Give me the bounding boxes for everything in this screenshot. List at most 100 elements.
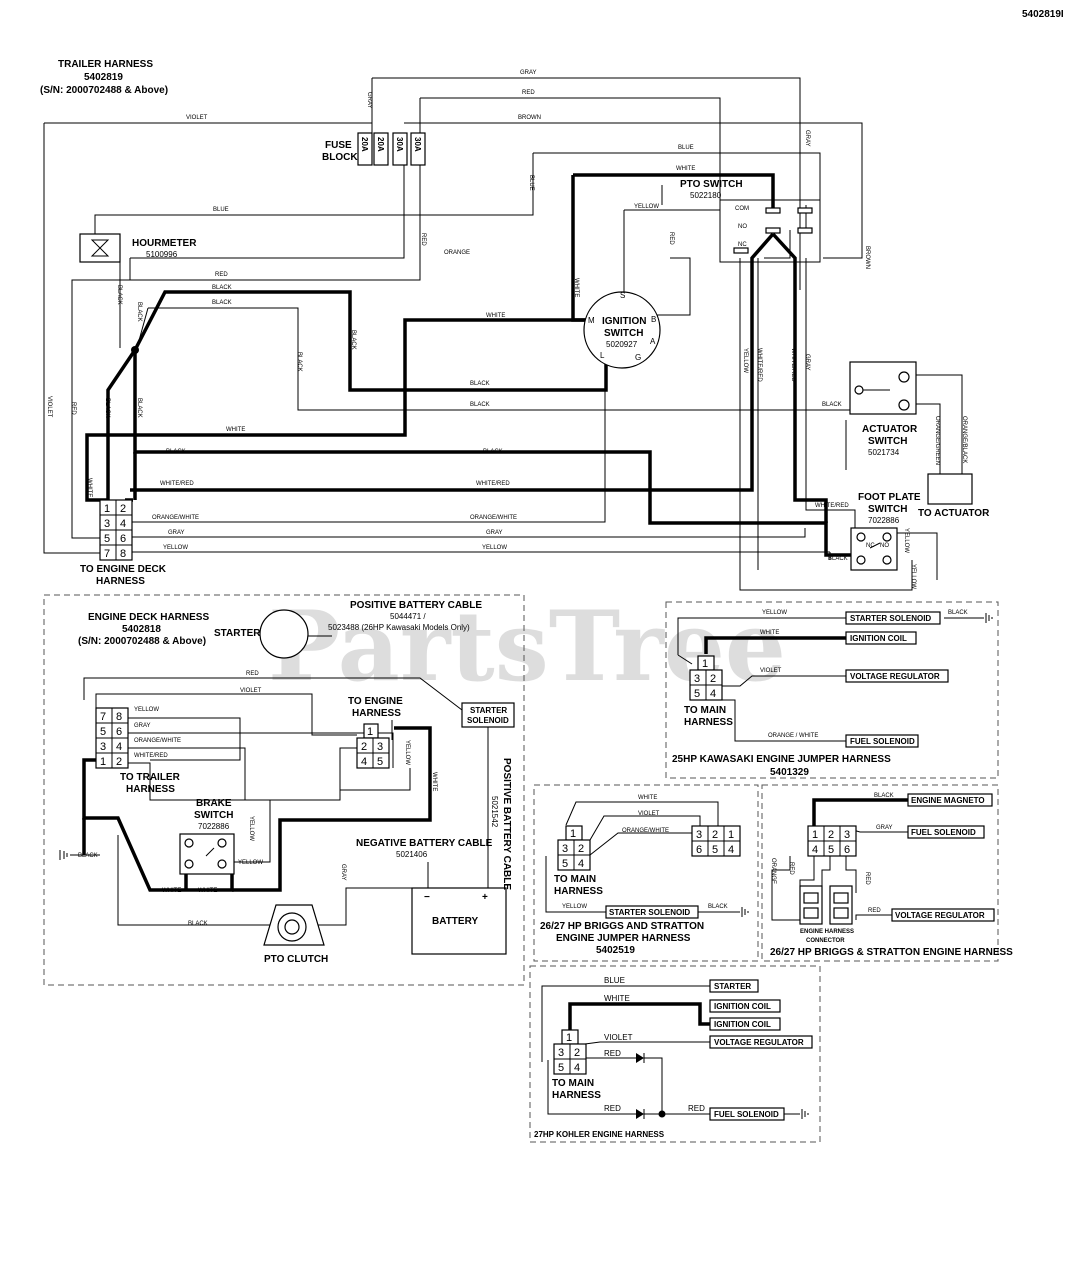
svg-text:BLOCK: BLOCK: [322, 152, 358, 163]
svg-text:B: B: [651, 315, 656, 324]
svg-text:BLACK: BLACK: [350, 330, 356, 350]
svg-text:WHITE/RED: WHITE/RED: [756, 348, 762, 382]
svg-text:YELLOW: YELLOW: [163, 545, 188, 551]
svg-text:HOURMETER: HOURMETER: [132, 238, 197, 249]
brake-switch: BRAKE SWITCH 7022886: [179, 798, 235, 875]
svg-text:M: M: [588, 316, 595, 325]
svg-text:HARNESS: HARNESS: [352, 708, 401, 719]
briggs-jumper-harness: WHITE VIOLET ORANGE/WHITE YELLOW BLACK 1…: [540, 795, 749, 956]
svg-text:2: 2: [710, 673, 716, 685]
svg-text:FUEL SOLENOID: FUEL SOLENOID: [850, 737, 915, 746]
svg-text:SOLENOID: SOLENOID: [467, 716, 509, 725]
svg-text:GRAY: GRAY: [486, 530, 503, 536]
svg-text:G: G: [635, 353, 641, 362]
svg-text:GRAY: GRAY: [366, 92, 372, 109]
svg-text:HARNESS: HARNESS: [552, 1090, 601, 1101]
svg-text:1: 1: [367, 726, 373, 738]
svg-text:2: 2: [361, 741, 367, 753]
svg-text:YELLOW: YELLOW: [482, 545, 507, 551]
svg-text:2: 2: [828, 829, 834, 841]
svg-text:2: 2: [120, 503, 126, 515]
svg-text:3: 3: [100, 741, 106, 753]
svg-text:5100996: 5100996: [146, 250, 178, 259]
svg-text:1: 1: [566, 1032, 572, 1044]
svg-text:5: 5: [828, 844, 834, 856]
svg-text:3: 3: [562, 843, 568, 855]
pto-clutch: PTO CLUTCH: [263, 904, 328, 965]
svg-text:YELLOW: YELLOW: [134, 707, 159, 713]
svg-text:RED: RED: [246, 671, 259, 677]
trailer-connector: 7 8 5 6 3 4 1 2 TO TRAILER HARNESS: [95, 707, 181, 795]
svg-text:4: 4: [361, 756, 367, 768]
kawasaki-border: [665, 601, 999, 779]
svg-text:L: L: [600, 351, 605, 360]
svg-text:1: 1: [100, 756, 106, 768]
svg-text:VIOLET: VIOLET: [760, 668, 782, 674]
svg-text:S: S: [620, 291, 625, 300]
svg-text:4: 4: [812, 844, 818, 856]
trailer-wire-labels: GRAY RED VIOLET BROWN BLUE BLUE WHITE YE…: [46, 70, 967, 589]
svg-text:YELLOW: YELLOW: [910, 564, 916, 589]
svg-text:ORANGE/WHITE: ORANGE/WHITE: [134, 738, 181, 744]
svg-text:WHITE/RED: WHITE/RED: [134, 753, 168, 759]
svg-text:VIOLET: VIOLET: [186, 115, 208, 121]
svg-text:WHITE: WHITE: [760, 630, 779, 636]
svg-text:3: 3: [377, 741, 383, 753]
kohler-border: [529, 965, 821, 1143]
svg-text:HARNESS: HARNESS: [126, 784, 175, 795]
svg-text:FOOT PLATE: FOOT PLATE: [858, 492, 921, 503]
svg-text:TO ACTUATOR: TO ACTUATOR: [918, 508, 990, 519]
svg-text:STARTER: STARTER: [214, 628, 261, 639]
svg-text:ORANGE/GREEN: ORANGE/GREEN: [934, 416, 940, 465]
svg-text:4: 4: [574, 1062, 580, 1074]
svg-text:WHITE/RED: WHITE/RED: [815, 503, 849, 509]
svg-text:STARTER SOLENOID: STARTER SOLENOID: [850, 614, 931, 623]
svg-text:STARTER SOLENOID: STARTER SOLENOID: [609, 908, 690, 917]
svg-text:7022886: 7022886: [198, 822, 230, 831]
ignition-switch: S M B A L G IGNITION SWITCH 5020927: [583, 291, 661, 369]
svg-text:BRAKE: BRAKE: [196, 798, 232, 809]
svg-text:YELLOW: YELLOW: [562, 904, 587, 910]
svg-text:RED: RED: [688, 1104, 705, 1113]
svg-text:5044471 /: 5044471 /: [390, 612, 426, 621]
svg-text:ENGINE JUMPER HARNESS: ENGINE JUMPER HARNESS: [556, 933, 691, 944]
svg-text:ENGINE HARNESS: ENGINE HARNESS: [800, 929, 854, 935]
fuse-1: 20A: [360, 137, 369, 152]
engine-deck-bold-wires: [82, 726, 432, 892]
svg-text:4: 4: [578, 858, 584, 870]
svg-text:BLACK: BLACK: [296, 352, 302, 372]
svg-text:3: 3: [844, 829, 850, 841]
svg-text:26/27 HP BRIGGS AND STRATTON: 26/27 HP BRIGGS AND STRATTON: [540, 921, 704, 932]
svg-text:HARNESS: HARNESS: [684, 717, 733, 728]
deck-connector: 1 2 3 4 5 6 7 8 TO ENGINE DECK HARNESS: [80, 499, 167, 587]
svg-text:2: 2: [578, 843, 584, 855]
engine-deck-title: ENGINE DECK HARNESS 5402818 (S/N: 200070…: [78, 612, 209, 647]
svg-text:SWITCH: SWITCH: [868, 504, 907, 515]
fuse-4: 30A: [413, 137, 422, 152]
svg-text:BLACK: BLACK: [78, 853, 98, 859]
svg-text:GRAY: GRAY: [340, 864, 346, 881]
junction-dot: [131, 346, 139, 354]
svg-text:7022886: 7022886: [868, 516, 900, 525]
svg-text:YELLOW: YELLOW: [742, 348, 748, 373]
svg-text:WHITE: WHITE: [676, 166, 695, 172]
starter-solenoid: STARTER SOLENOID: [461, 702, 515, 728]
svg-text:7: 7: [104, 548, 110, 560]
svg-text:2: 2: [712, 829, 718, 841]
svg-text:BLUE: BLUE: [604, 976, 625, 985]
svg-text:BLACK: BLACK: [828, 556, 848, 562]
svg-text:26/27 HP BRIGGS & STRATTON ENG: 26/27 HP BRIGGS & STRATTON ENGINE HARNES…: [770, 947, 1013, 958]
svg-text:WHITE: WHITE: [198, 888, 217, 894]
svg-text:NO: NO: [880, 543, 889, 549]
svg-text:BLACK: BLACK: [948, 610, 968, 616]
svg-text:BLUE: BLUE: [528, 175, 534, 191]
svg-text:4: 4: [116, 741, 122, 753]
svg-text:+: +: [482, 892, 488, 903]
svg-text:25HP KAWASAKI ENGINE JUMPER HA: 25HP KAWASAKI ENGINE JUMPER HARNESS: [672, 754, 891, 765]
svg-text:4: 4: [120, 518, 126, 530]
svg-text:5022180: 5022180: [690, 191, 722, 200]
svg-text:WHITE: WHITE: [86, 478, 92, 497]
svg-text:WHITE/RED: WHITE/RED: [790, 348, 796, 382]
svg-text:27HP KOHLER ENGINE HARNESS: 27HP KOHLER ENGINE HARNESS: [534, 1130, 665, 1139]
